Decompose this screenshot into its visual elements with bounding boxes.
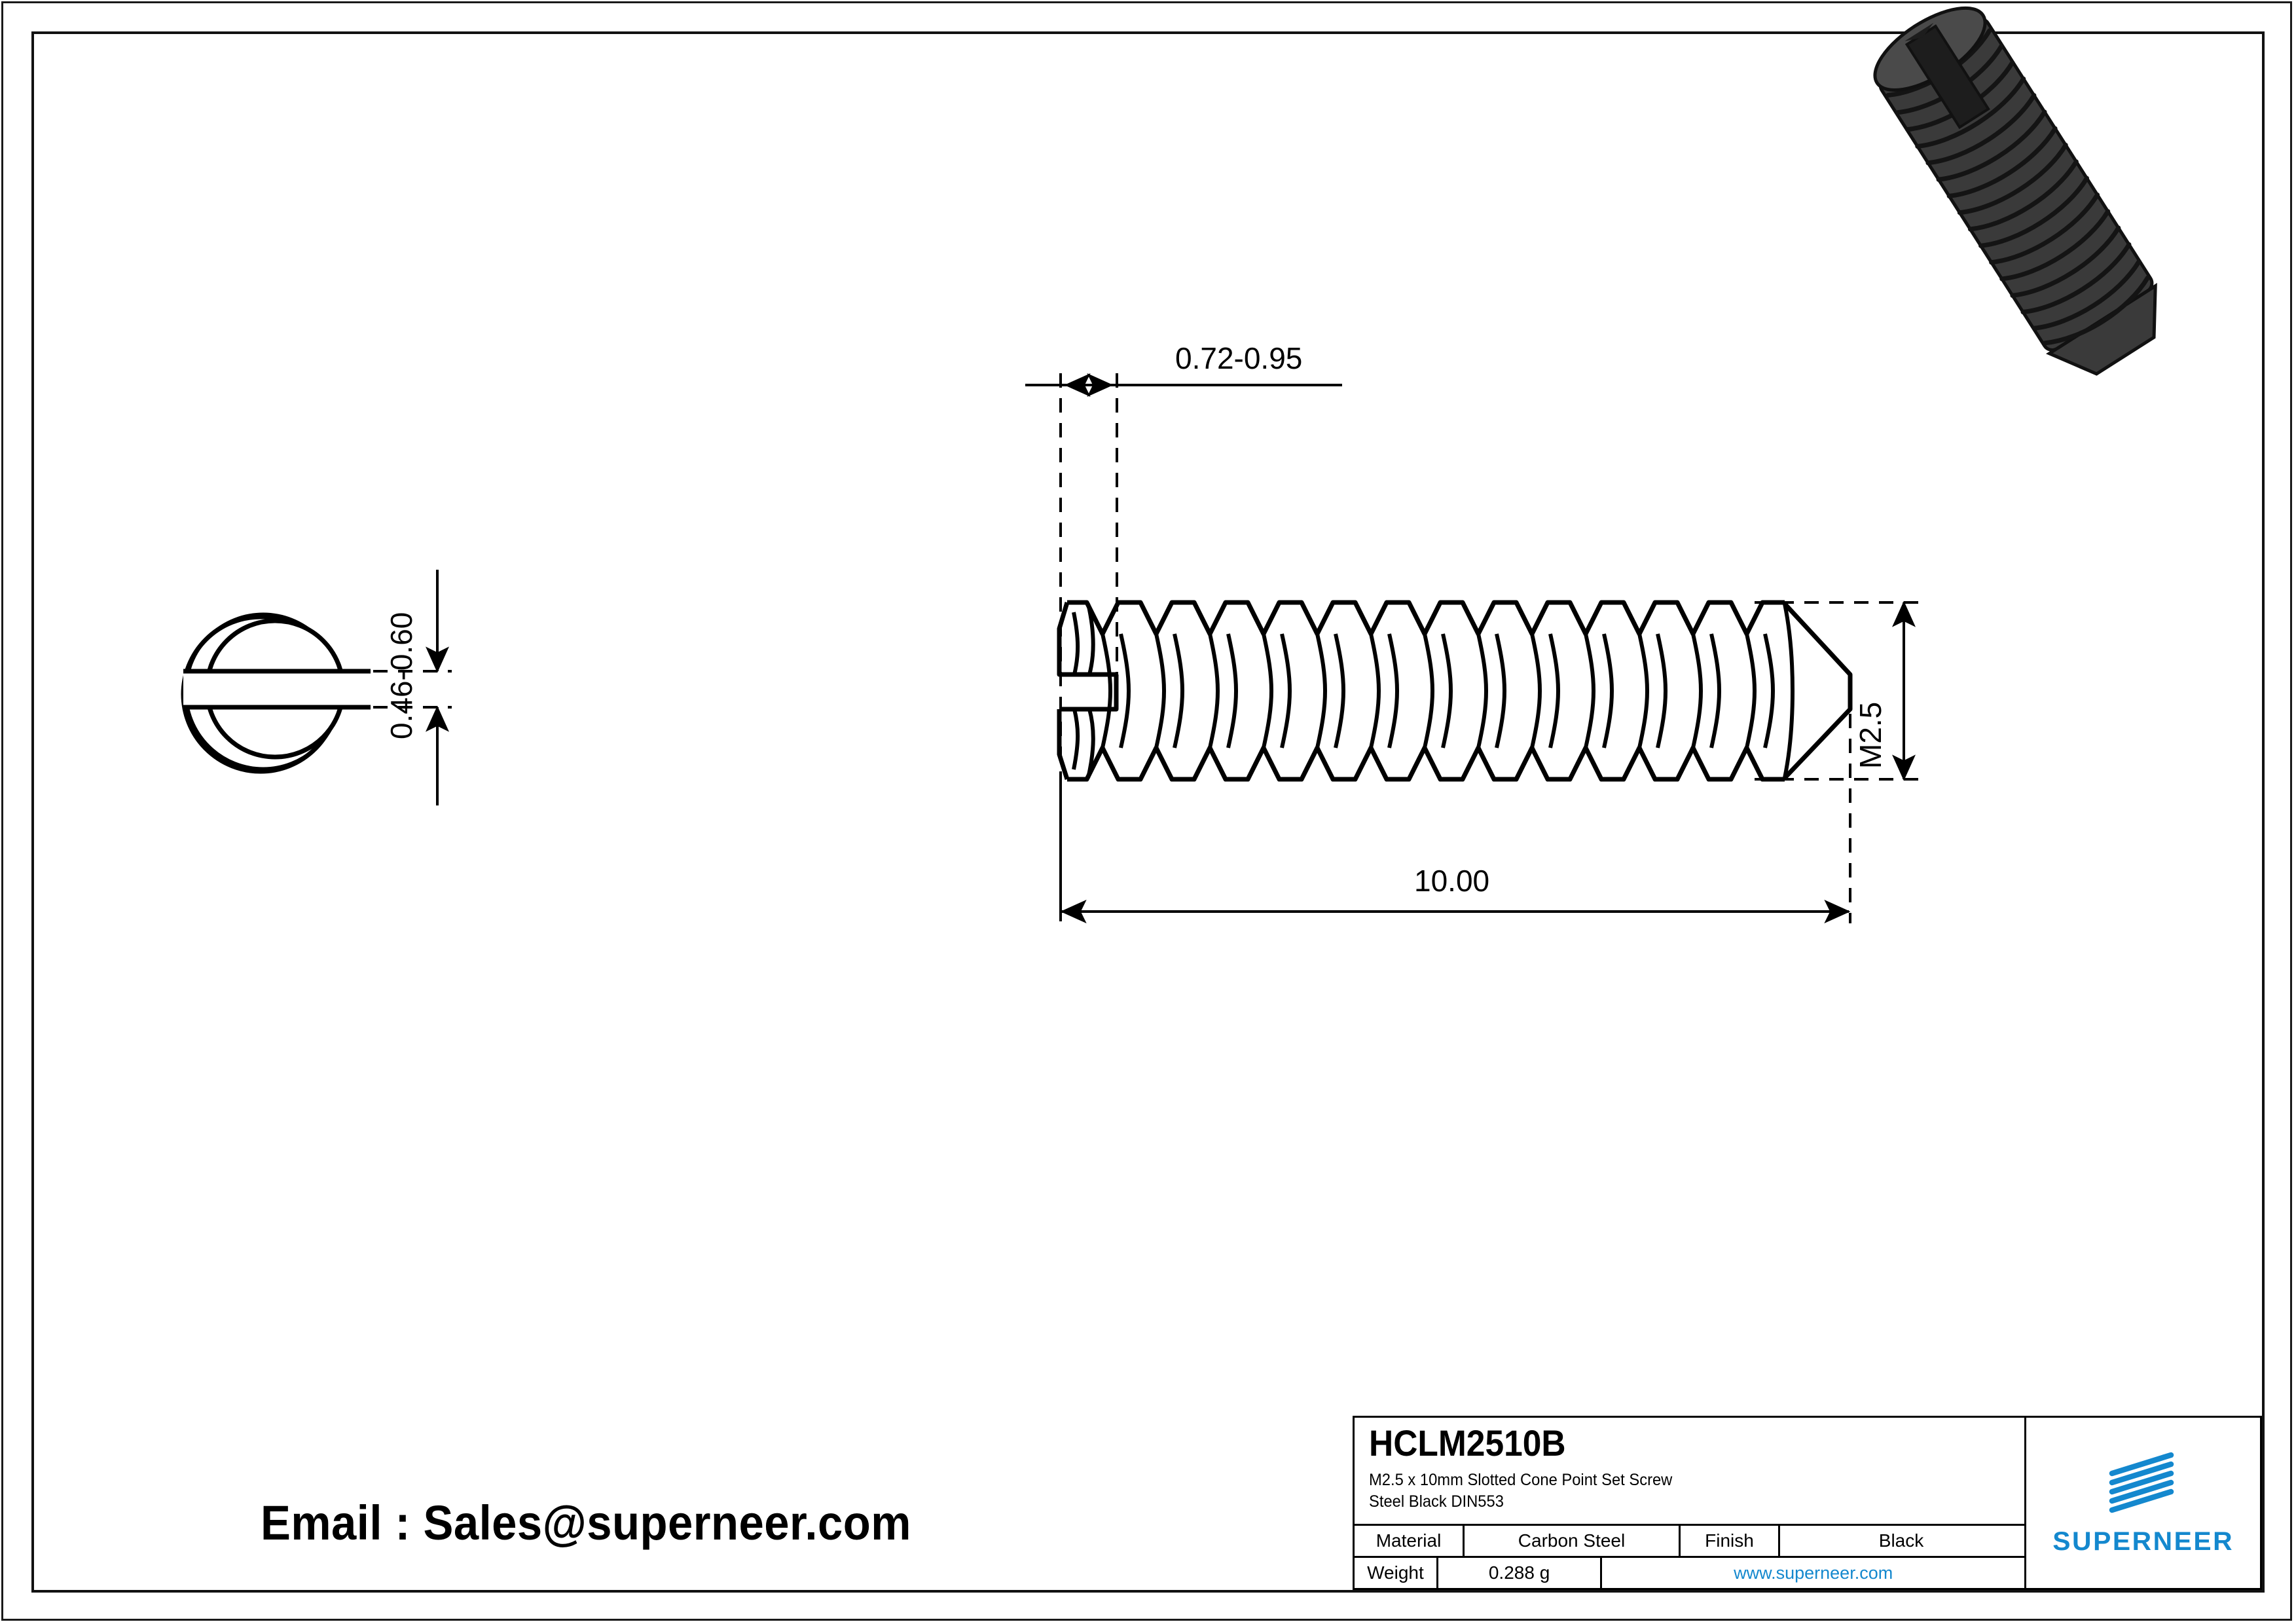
spec-table: Material Carbon Steel Finish Black Weigh… bbox=[1355, 1526, 2024, 1588]
part-code: HCLM2510B bbox=[1369, 1422, 1566, 1464]
dim-label-slot-width: 0.46-0.60 bbox=[384, 612, 418, 739]
spec-row-material: Material Carbon Steel Finish Black bbox=[1355, 1526, 2024, 1558]
weight-value: 0.288 g bbox=[1438, 1558, 1603, 1588]
dim-label-thread-diameter: M2.5 bbox=[1853, 701, 1887, 769]
part-description-line1: M2.5 x 10mm Slotted Cone Point Set Screw bbox=[1369, 1470, 1673, 1489]
material-label: Material bbox=[1355, 1526, 1465, 1556]
title-block: HCLM2510B M2.5 x 10mm Slotted Cone Point… bbox=[1353, 1416, 2262, 1590]
weight-label: Weight bbox=[1355, 1558, 1438, 1588]
brand-logo: SUPERNEER bbox=[2026, 1418, 2260, 1588]
dim-label-slot-depth: 0.72-0.95 bbox=[1175, 341, 1303, 375]
spec-row-weight: Weight 0.288 g www.superneer.com bbox=[1355, 1558, 2024, 1588]
contact-email: Email : Sales@superneer.com bbox=[261, 1496, 911, 1550]
title-block-header: HCLM2510B M2.5 x 10mm Slotted Cone Point… bbox=[1355, 1418, 2024, 1526]
website-link[interactable]: www.superneer.com bbox=[1734, 1562, 1893, 1583]
finish-value: Black bbox=[1878, 1530, 1924, 1551]
part-description-line2: Steel Black DIN553 bbox=[1369, 1492, 1504, 1511]
material-value: Carbon Steel bbox=[1465, 1526, 1681, 1556]
title-block-info: HCLM2510B M2.5 x 10mm Slotted Cone Point… bbox=[1355, 1418, 2026, 1588]
striped-parallelogram-icon bbox=[2109, 1452, 2174, 1513]
drawing-frame bbox=[31, 31, 2265, 1593]
brand-wordmark: SUPERNEER bbox=[2052, 1526, 2234, 1556]
dim-label-overall-length: 10.00 bbox=[1414, 864, 1490, 898]
finish-label: Finish bbox=[1681, 1526, 1780, 1556]
